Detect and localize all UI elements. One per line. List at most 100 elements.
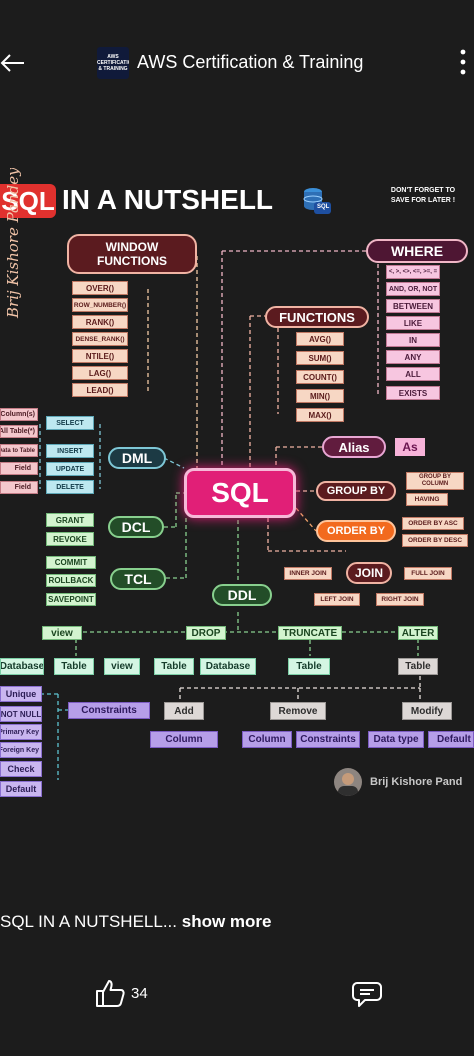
alias-as: As xyxy=(395,438,425,456)
alter-target: Constraints xyxy=(296,731,360,748)
like-icon[interactable] xyxy=(94,977,126,1009)
where-header: WHERE xyxy=(366,239,468,263)
join-item: INNER JOIN xyxy=(284,567,332,580)
center-sql: SQL xyxy=(184,468,296,518)
group-by-item: HAVING xyxy=(406,493,448,506)
where-item: EXISTS xyxy=(386,386,440,400)
title-badge: SQL xyxy=(0,184,56,218)
wf-item: LAG() xyxy=(72,366,128,380)
function-item: SUM() xyxy=(296,351,344,365)
channel-logo[interactable]: AWS CERTIFICATION & TRAINING xyxy=(97,47,129,79)
tcl-item: COMMIT xyxy=(46,556,96,569)
join-header: JOIN xyxy=(346,562,392,584)
logo-line: & TRAINING xyxy=(98,66,128,72)
more-options-icon[interactable] xyxy=(456,46,470,78)
dml-left-item: Column(s) xyxy=(0,408,38,421)
post-caption[interactable]: SQL IN A NUTSHELL... show more xyxy=(0,912,271,932)
show-more-link[interactable]: show more xyxy=(181,912,272,931)
wf-item: ROW_NUMBER() xyxy=(72,298,128,312)
dml-item: UPDATE xyxy=(46,462,94,476)
ddl-target: Database xyxy=(0,658,44,675)
join-item: FULL JOIN xyxy=(404,567,452,580)
wf-item: RANK() xyxy=(72,315,128,329)
alter-target: Column xyxy=(150,731,218,748)
where-item: IN xyxy=(386,333,440,347)
function-item: MAX() xyxy=(296,408,344,422)
order-by-item: ORDER BY DESC xyxy=(402,534,468,547)
ddl-branch: DROP xyxy=(186,626,226,640)
dcl-header: DCL xyxy=(108,516,164,538)
constraint-item: Foreign Key xyxy=(0,742,42,758)
caption-text: SQL IN A NUTSHELL... xyxy=(0,912,177,931)
alter-op: Remove xyxy=(270,702,326,720)
dcl-item: GRANT xyxy=(46,513,94,527)
function-item: AVG() xyxy=(296,332,344,346)
alter-target: Constraints xyxy=(68,702,150,719)
join-item: RIGHT JOIN xyxy=(376,593,424,606)
constraint-item: Default xyxy=(0,781,42,797)
dml-left-item: All Table(*) xyxy=(0,425,38,438)
alter-target: Default xyxy=(428,731,474,748)
alias-header: Alias xyxy=(322,436,386,458)
alter-op: Modify xyxy=(402,702,452,720)
post-image-sql-infographic[interactable]: SQL IN A NUTSHELL SQL DON'T FORGET TO SA… xyxy=(0,168,474,828)
join-item: LEFT JOIN xyxy=(314,593,360,606)
alter-op: Add xyxy=(164,702,204,720)
where-item: <, >, <>, <=, >=, = xyxy=(386,265,440,279)
function-item: MIN() xyxy=(296,389,344,403)
wf-item: LEAD() xyxy=(72,383,128,397)
alter-target: Data type xyxy=(368,731,424,748)
dml-header: DML xyxy=(108,447,166,469)
back-arrow-icon[interactable] xyxy=(0,48,26,78)
dml-left-item: Data to Table xyxy=(0,444,38,457)
comment-icon[interactable] xyxy=(351,979,383,1009)
dml-left-item: Field xyxy=(0,462,38,475)
tcl-item: ROLLBACK xyxy=(46,574,96,587)
connector-lines xyxy=(39,250,421,780)
database-icon: SQL xyxy=(302,186,332,216)
save-reminder: DON'T FORGET TO SAVE FOR LATER ! xyxy=(390,187,456,204)
dml-left-item: Field xyxy=(0,481,38,494)
group-by-header: GROUP BY xyxy=(316,481,396,501)
ddl-branch: ALTER xyxy=(398,626,438,640)
constraint-item: Unique xyxy=(0,686,42,702)
ddl-target: Database xyxy=(200,658,256,675)
tcl-header: TCL xyxy=(110,568,166,590)
wf-item: DENSE_RANK() xyxy=(72,332,128,346)
where-item: ALL xyxy=(386,367,440,381)
database-icon-label: SQL xyxy=(317,204,330,210)
channel-title[interactable]: AWS Certification & Training xyxy=(137,52,364,72)
dml-item: SELECT xyxy=(46,416,94,430)
ddl-target: Table xyxy=(154,658,194,675)
dcl-item: REVOKE xyxy=(46,532,94,546)
top-bar: AWS CERTIFICATION & TRAINING AWS Certifi… xyxy=(0,0,474,120)
wf-item: OVER() xyxy=(72,281,128,295)
dml-item: INSERT xyxy=(46,444,94,458)
alter-target: Column xyxy=(242,731,292,748)
ddl-branch: view xyxy=(42,626,82,640)
where-item: AND, OR, NOT xyxy=(386,282,440,296)
ddl-target: Table xyxy=(288,658,330,675)
order-by-item: ORDER BY ASC xyxy=(402,517,464,530)
logo-line: CERTIFICATION xyxy=(97,60,129,66)
where-item: BETWEEN xyxy=(386,299,440,313)
ddl-target: view xyxy=(104,658,140,675)
function-item: COUNT() xyxy=(296,370,344,384)
wf-item: NTILE() xyxy=(72,349,128,363)
ddl-target: Table xyxy=(54,658,94,675)
constraint-item: Primary Key xyxy=(0,724,42,740)
functions-header: FUNCTIONS xyxy=(265,306,369,328)
ddl-target: Table xyxy=(398,658,438,675)
constraint-item: Check xyxy=(0,761,42,777)
infographic-title: IN A NUTSHELL xyxy=(62,184,274,215)
author-credit: Brij Kishore Pand xyxy=(370,776,463,788)
ddl-header: DDL xyxy=(212,584,272,606)
logo-line: AWS xyxy=(107,54,119,60)
author-vertical: Brij Kishore Pandey xyxy=(4,168,22,318)
ddl-branch: TRUNCATE xyxy=(278,626,342,640)
constraint-item: NOT NULL xyxy=(0,706,42,722)
window-functions-header: WINDOW FUNCTIONS xyxy=(67,234,197,274)
dml-item: DELETE xyxy=(46,480,94,494)
group-by-item: GROUP BY COLUMN xyxy=(406,472,464,490)
like-count: 34 xyxy=(131,985,148,1002)
